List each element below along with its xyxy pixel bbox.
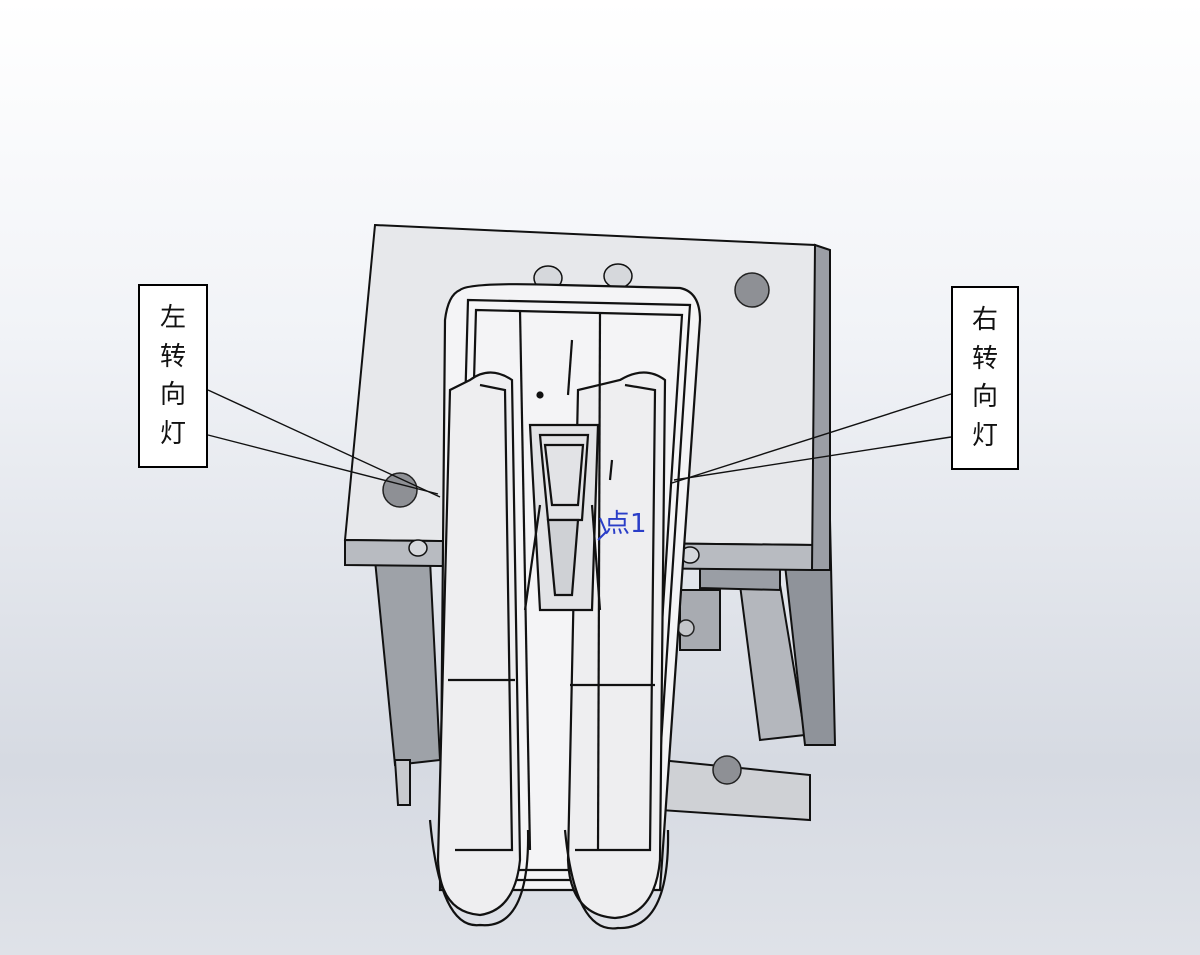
- callout-char: 灯: [971, 421, 998, 452]
- callout-char: 灯: [159, 419, 186, 450]
- hole-bottom-right: [712, 755, 742, 785]
- callout-char: 向: [159, 380, 186, 411]
- callout-char: 左: [159, 302, 186, 333]
- right-turn-signal-callout: 右 转 向 灯: [951, 286, 1019, 470]
- callout-char: 转: [159, 341, 186, 372]
- callout-char: 右: [971, 304, 998, 335]
- hole-top-right: [734, 272, 770, 308]
- point-marker[interactable]: 点1: [597, 509, 647, 541]
- callout-char: 向: [971, 382, 998, 413]
- callout-char: 转: [971, 343, 998, 374]
- lamp-housing: [428, 283, 702, 930]
- point-marker-label: 点1: [604, 509, 647, 539]
- hole-small-right: [677, 619, 695, 637]
- leader-lines: [207, 389, 952, 498]
- left-turn-signal-callout: 左 转 向 灯: [138, 284, 208, 468]
- bolt-holes: [382, 272, 770, 785]
